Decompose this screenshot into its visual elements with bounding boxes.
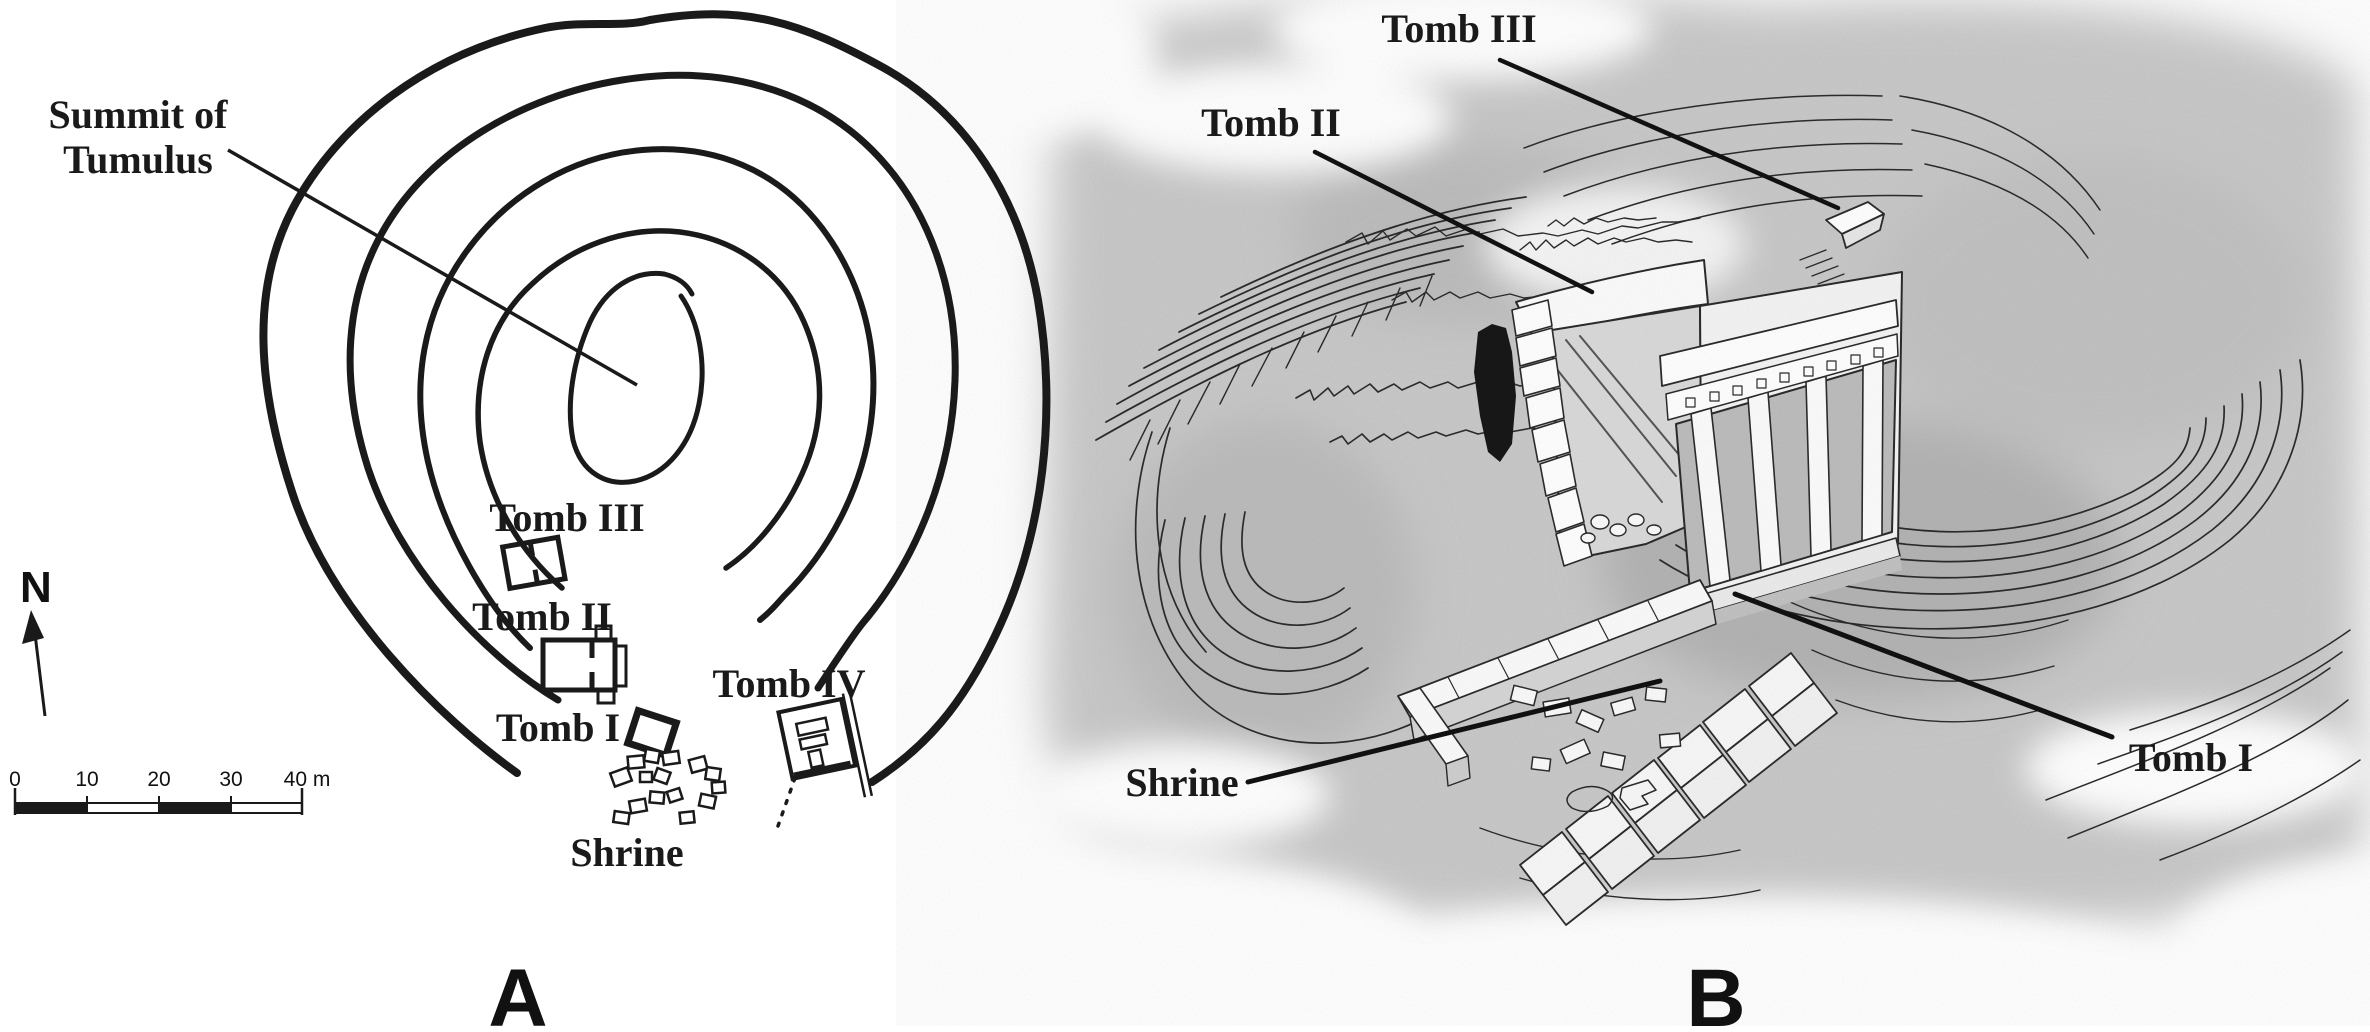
contour-ring-3 <box>417 146 877 651</box>
label-tomb-iv-a: Tomb IV <box>712 661 865 706</box>
tomb-iv-dotted-line <box>776 776 797 828</box>
panel-letter-a: A <box>488 953 547 1032</box>
tomb-ii-plan <box>540 624 628 705</box>
label-tomb-iii-b: Tomb III <box>1381 6 1536 51</box>
leader-tomb-iii-b <box>1497 57 1841 211</box>
panel-letter-b: B <box>1686 953 1745 1032</box>
scale-tick-0: 0 <box>9 768 21 791</box>
paper-grain <box>1030 0 2370 932</box>
north-label: N <box>20 563 52 612</box>
contour-ring-5-hook <box>661 271 695 297</box>
label-tomb-ii-b: Tomb II <box>1201 100 1341 145</box>
contour-ring-5 <box>567 270 705 485</box>
scale-tick-30: 30 <box>219 768 242 791</box>
tomb-iv-plan <box>776 691 874 798</box>
north-arrowhead <box>22 610 44 644</box>
leader-shrine-b <box>1245 678 1663 785</box>
leader-tomb-i-b <box>1732 591 2115 740</box>
label-tomb-iii-a: Tomb III <box>489 495 644 540</box>
label-summit-line2: Tumulus <box>63 137 213 182</box>
label-shrine-a: Shrine <box>570 830 683 875</box>
label-summit-line1: Summit of <box>49 92 229 137</box>
scale-tick-10: 10 <box>75 768 98 791</box>
panel-a-map: N 0 10 20 30 40 m Summit of Tumulus Tomb… <box>9 10 1051 875</box>
scale-tick-20: 20 <box>147 768 170 791</box>
contour-ring-2 <box>346 71 959 704</box>
leader-summit <box>227 148 638 387</box>
contour-ring-4 <box>475 228 823 591</box>
contour-ring-1 <box>259 10 1051 786</box>
panel-a-labels: Summit of Tumulus Tomb III Tomb II Tomb … <box>49 92 866 875</box>
label-tomb-i-a: Tomb I <box>496 705 620 750</box>
label-tomb-i-b: Tomb I <box>2129 735 2253 780</box>
label-shrine-b: Shrine <box>1125 760 1238 805</box>
shrine-plan <box>608 747 727 826</box>
panel-b-annotations: Tomb III Tomb II Shrine Tomb I <box>1125 6 2253 805</box>
leader-tomb-ii-b <box>1312 149 1595 295</box>
tomb-iii-plan <box>499 534 568 592</box>
scale-tick-40: 40 m <box>284 768 331 791</box>
contour-rings <box>259 10 1051 786</box>
label-tomb-ii-a: Tomb II <box>472 594 612 639</box>
scale-bar: 0 10 20 30 40 m <box>9 768 330 815</box>
north-arrow: N <box>20 563 52 717</box>
